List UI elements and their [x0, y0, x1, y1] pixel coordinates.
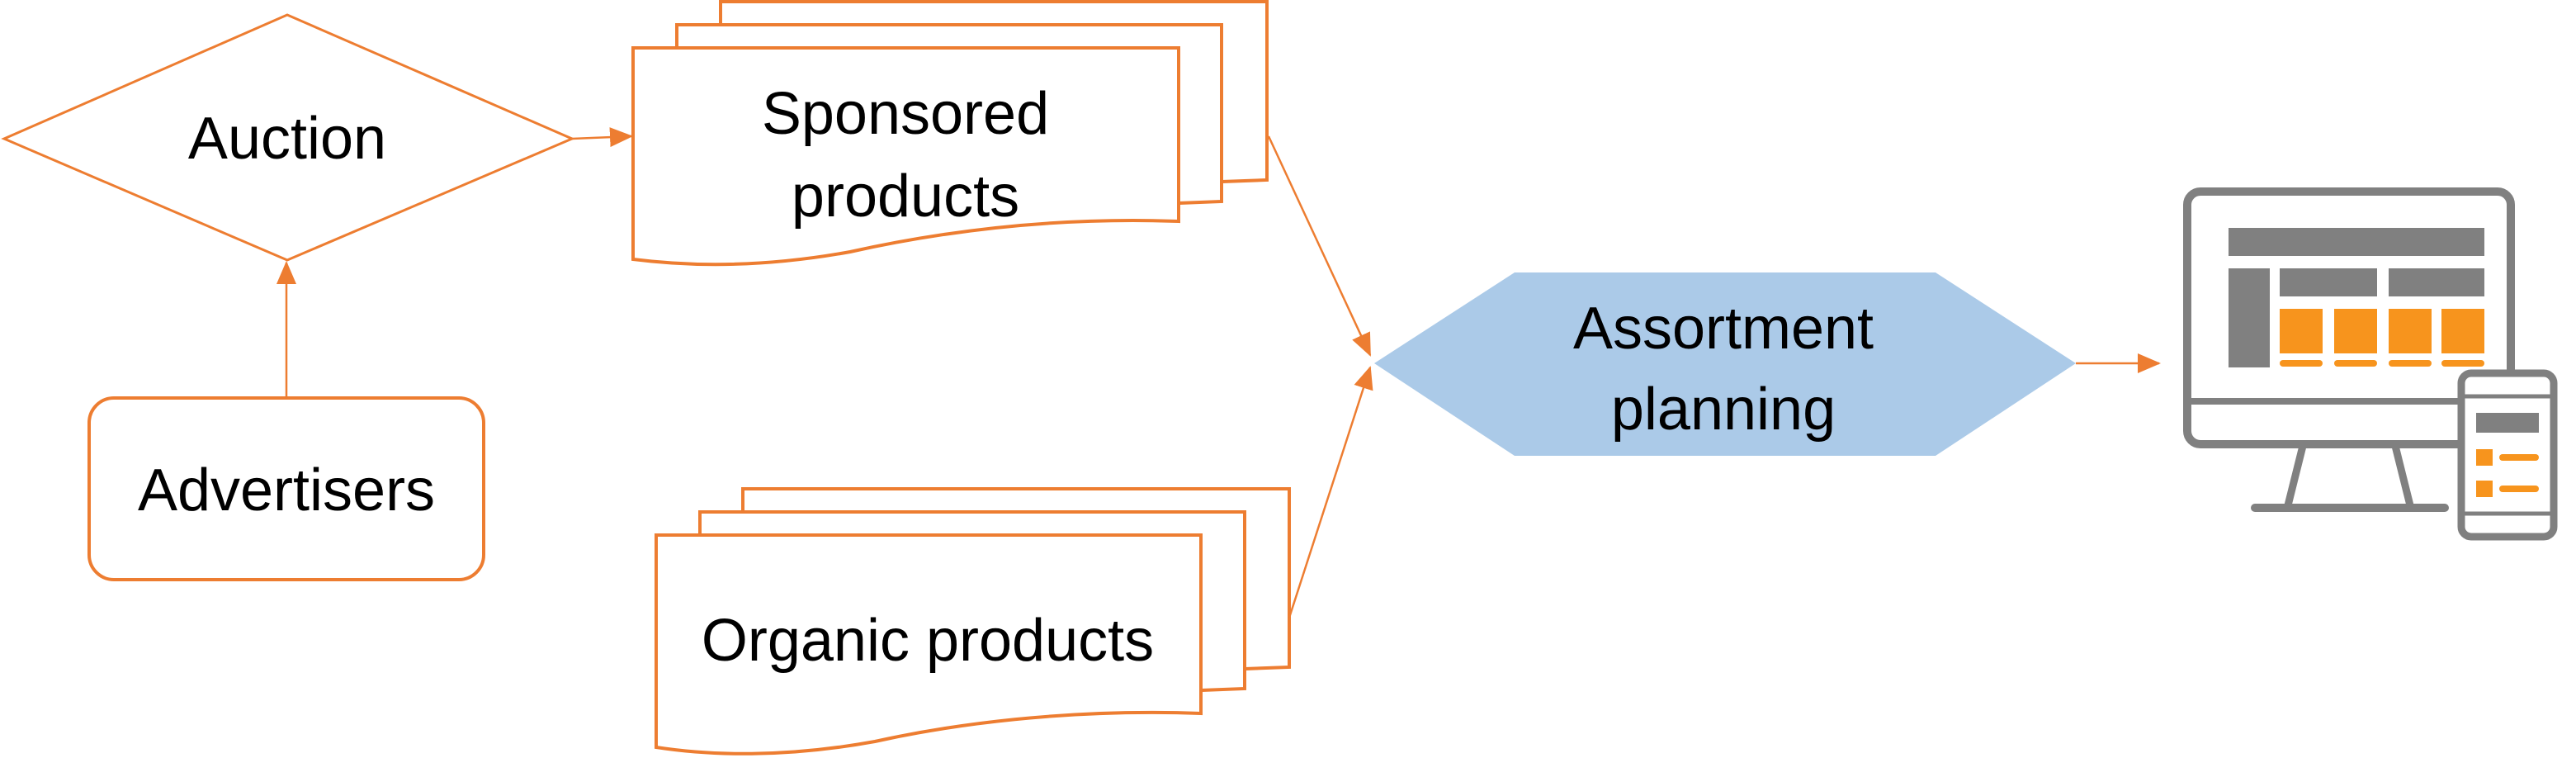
- screen-banner-right: [2389, 268, 2484, 296]
- screen-caption-4: [2441, 360, 2484, 367]
- sponsored-products-node: Sponsored products: [631, 0, 1269, 267]
- sponsored-label-line2: products: [792, 163, 1019, 230]
- screen-caption-1: [2280, 360, 2323, 367]
- monitor-and-phone-icon: [2183, 187, 2558, 541]
- sponsored-to-assortment-arrow: [1267, 135, 1372, 357]
- auction-to-sponsored-arrow: [571, 127, 633, 148]
- assortment-hexagon-shape: [1374, 272, 2076, 456]
- sponsored-doc-front: [631, 46, 1180, 267]
- assortment-label-line1: Assortment: [1573, 296, 1874, 362]
- screen-sidebar: [2229, 268, 2270, 367]
- monitor-stand-right: [2391, 444, 2414, 507]
- screen-caption-3: [2389, 360, 2432, 367]
- phone-bullet-2: [2476, 481, 2493, 497]
- assortment-label-line2: planning: [1611, 377, 1836, 443]
- monitor-stand-left: [2284, 444, 2307, 507]
- screen-tile-2: [2334, 309, 2377, 353]
- auction-label: Auction: [188, 106, 386, 172]
- auction-decision-node: Auction: [1, 13, 575, 262]
- screen-tile-1: [2280, 309, 2323, 353]
- screen-tile-3: [2389, 309, 2432, 353]
- phone-header-bar: [2476, 413, 2539, 433]
- advertisers-label: Advertisers: [138, 457, 435, 523]
- phone-line-2: [2499, 486, 2539, 492]
- phone-bullet-1: [2476, 449, 2493, 466]
- organic-to-assortment-arrow: [1288, 366, 1373, 618]
- phone-line-1: [2499, 454, 2539, 461]
- advertisers-node: Advertisers: [87, 396, 485, 581]
- screen-caption-2: [2334, 360, 2377, 367]
- organic-doc-front: [655, 533, 1203, 756]
- screen-tile-4: [2441, 309, 2484, 353]
- assortment-planning-node: Assortment planning: [1374, 272, 2076, 456]
- screen-banner-left: [2280, 268, 2377, 296]
- sponsored-label-line1: Sponsored: [762, 81, 1049, 147]
- organic-label: Organic products: [702, 608, 1154, 674]
- screen-header-bar: [2229, 228, 2484, 256]
- organic-products-node: Organic products: [655, 487, 1291, 756]
